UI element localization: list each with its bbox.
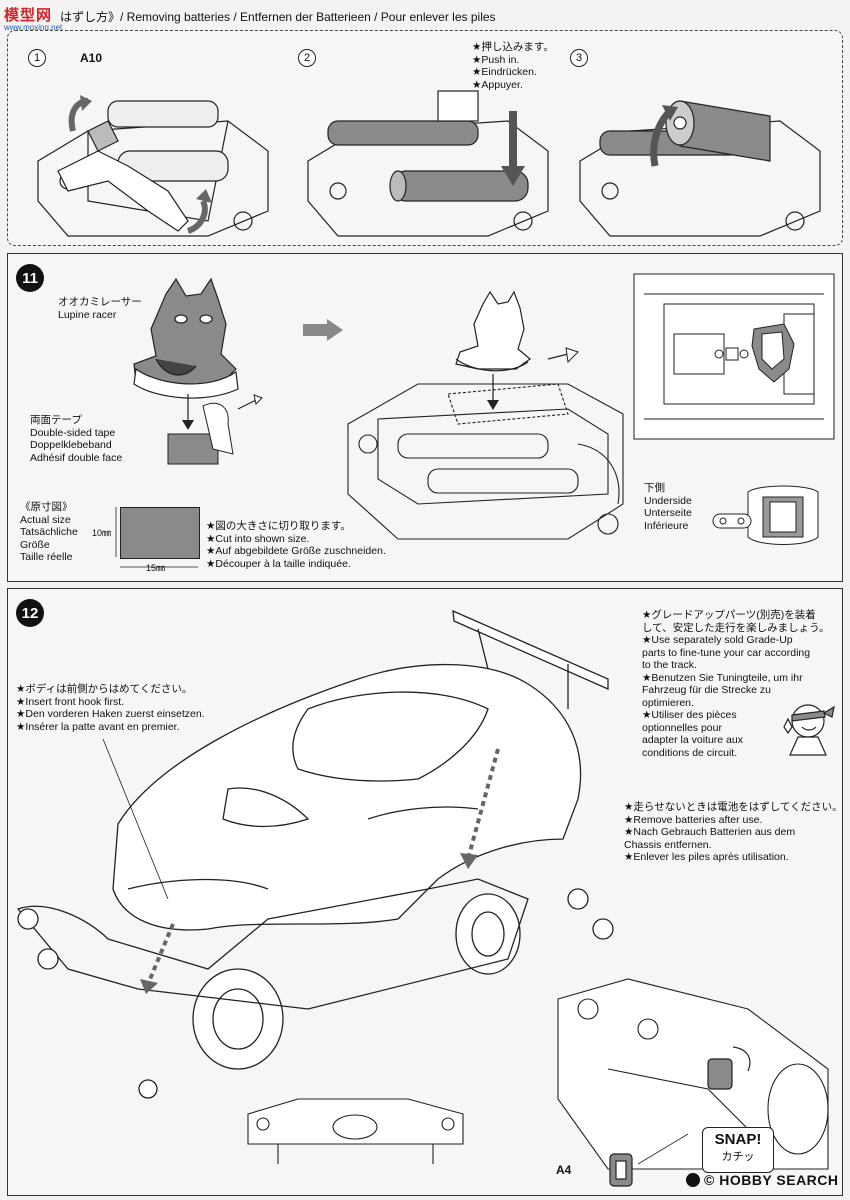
actual-size-tape-rect [120,507,200,559]
hobby-search-brand: © HOBBY SEARCH [686,1172,839,1188]
hobby-search-logo-icon [686,1173,700,1187]
snap-text-jp: カチッ [721,1151,755,1163]
removing-batteries-header: はずし方》/ Removing batteries / Entfernen de… [60,10,496,24]
watermark-url: www.moxing.net [4,23,63,32]
part-label-a10: A10 [80,51,103,65]
step-12-number: 12 [16,599,44,627]
remove-batteries-text: ★走らせないときは電池をはずしてください。 ★Remove batteries … [624,801,843,863]
removing-batteries-panel: 1 2 3 A10 ★押し込みます。 ★Push in. ★Eindrücken… [7,30,843,246]
step-11-number: 11 [16,264,44,292]
double-sided-tape-label: 両面テープ Double-sided tape Doppelklebeband … [30,414,123,464]
underside-label: 下側 Underside Unterseite Inférieure [644,482,692,532]
car-body-assembly-illustration [16,609,614,1164]
watermark-logo: 模型网 www.moxing.net [4,4,62,32]
tape-illustration [167,394,263,465]
push-in-text: ★押し込みます。 ★Push in. ★Eindrücken. ★Appuyer… [472,41,554,91]
underside-detail-illustration [712,485,819,545]
dimension-lines [115,507,198,568]
mascot-boy-icon [783,704,835,756]
step-12-panel: 12 ★ボディは前側からはめてください。 ★Insert front hook … [7,588,843,1196]
step-3-marker: 3 [570,49,588,67]
grade-up-parts-text: ★グレードアップパーツ(別売)を装着 して、安定した走行を楽しみましょう。 ★U… [642,609,830,759]
cut-instruction-text: ★図の大きさに切り取ります。 ★Cut into shown size. ★Au… [206,520,386,570]
part-label-a4: A4 [556,1163,572,1177]
next-step-arrow-icon [303,319,343,341]
dimension-height: 10㎜ [92,528,112,538]
step-2-marker: 2 [298,49,316,67]
actual-size-label: 《原寸図》 Actual size Tatsächliche Größe Tai… [20,501,78,563]
battery-step1-illustration [37,95,269,237]
watermark-logo-text: 模型网 [4,7,53,24]
snap-text: SNAP! [714,1131,762,1148]
hobby-search-text: © HOBBY SEARCH [704,1172,839,1188]
snap-callout: SNAP! カチッ [702,1127,774,1173]
dimension-width: 15㎜ [146,563,166,573]
wolf-head-part-illustration [133,277,239,399]
lupine-racer-label: オオカミレーサー Lupine racer [58,296,142,321]
battery-step3-illustration [579,100,821,237]
step-11-panel: 11 オオカミレーサー Lupine racer 両面テープ Double-si… [7,253,843,582]
chassis-body-install-illustration [347,290,624,540]
front-hook-instruction-text: ★ボディは前側からはめてください。 ★Insert front hook fir… [16,683,205,733]
a4-bumper-detail-illustration [557,978,829,1187]
top-view-detail-illustration [633,273,835,440]
battery-step2-illustration [307,90,549,237]
step-1-marker: 1 [28,49,46,67]
